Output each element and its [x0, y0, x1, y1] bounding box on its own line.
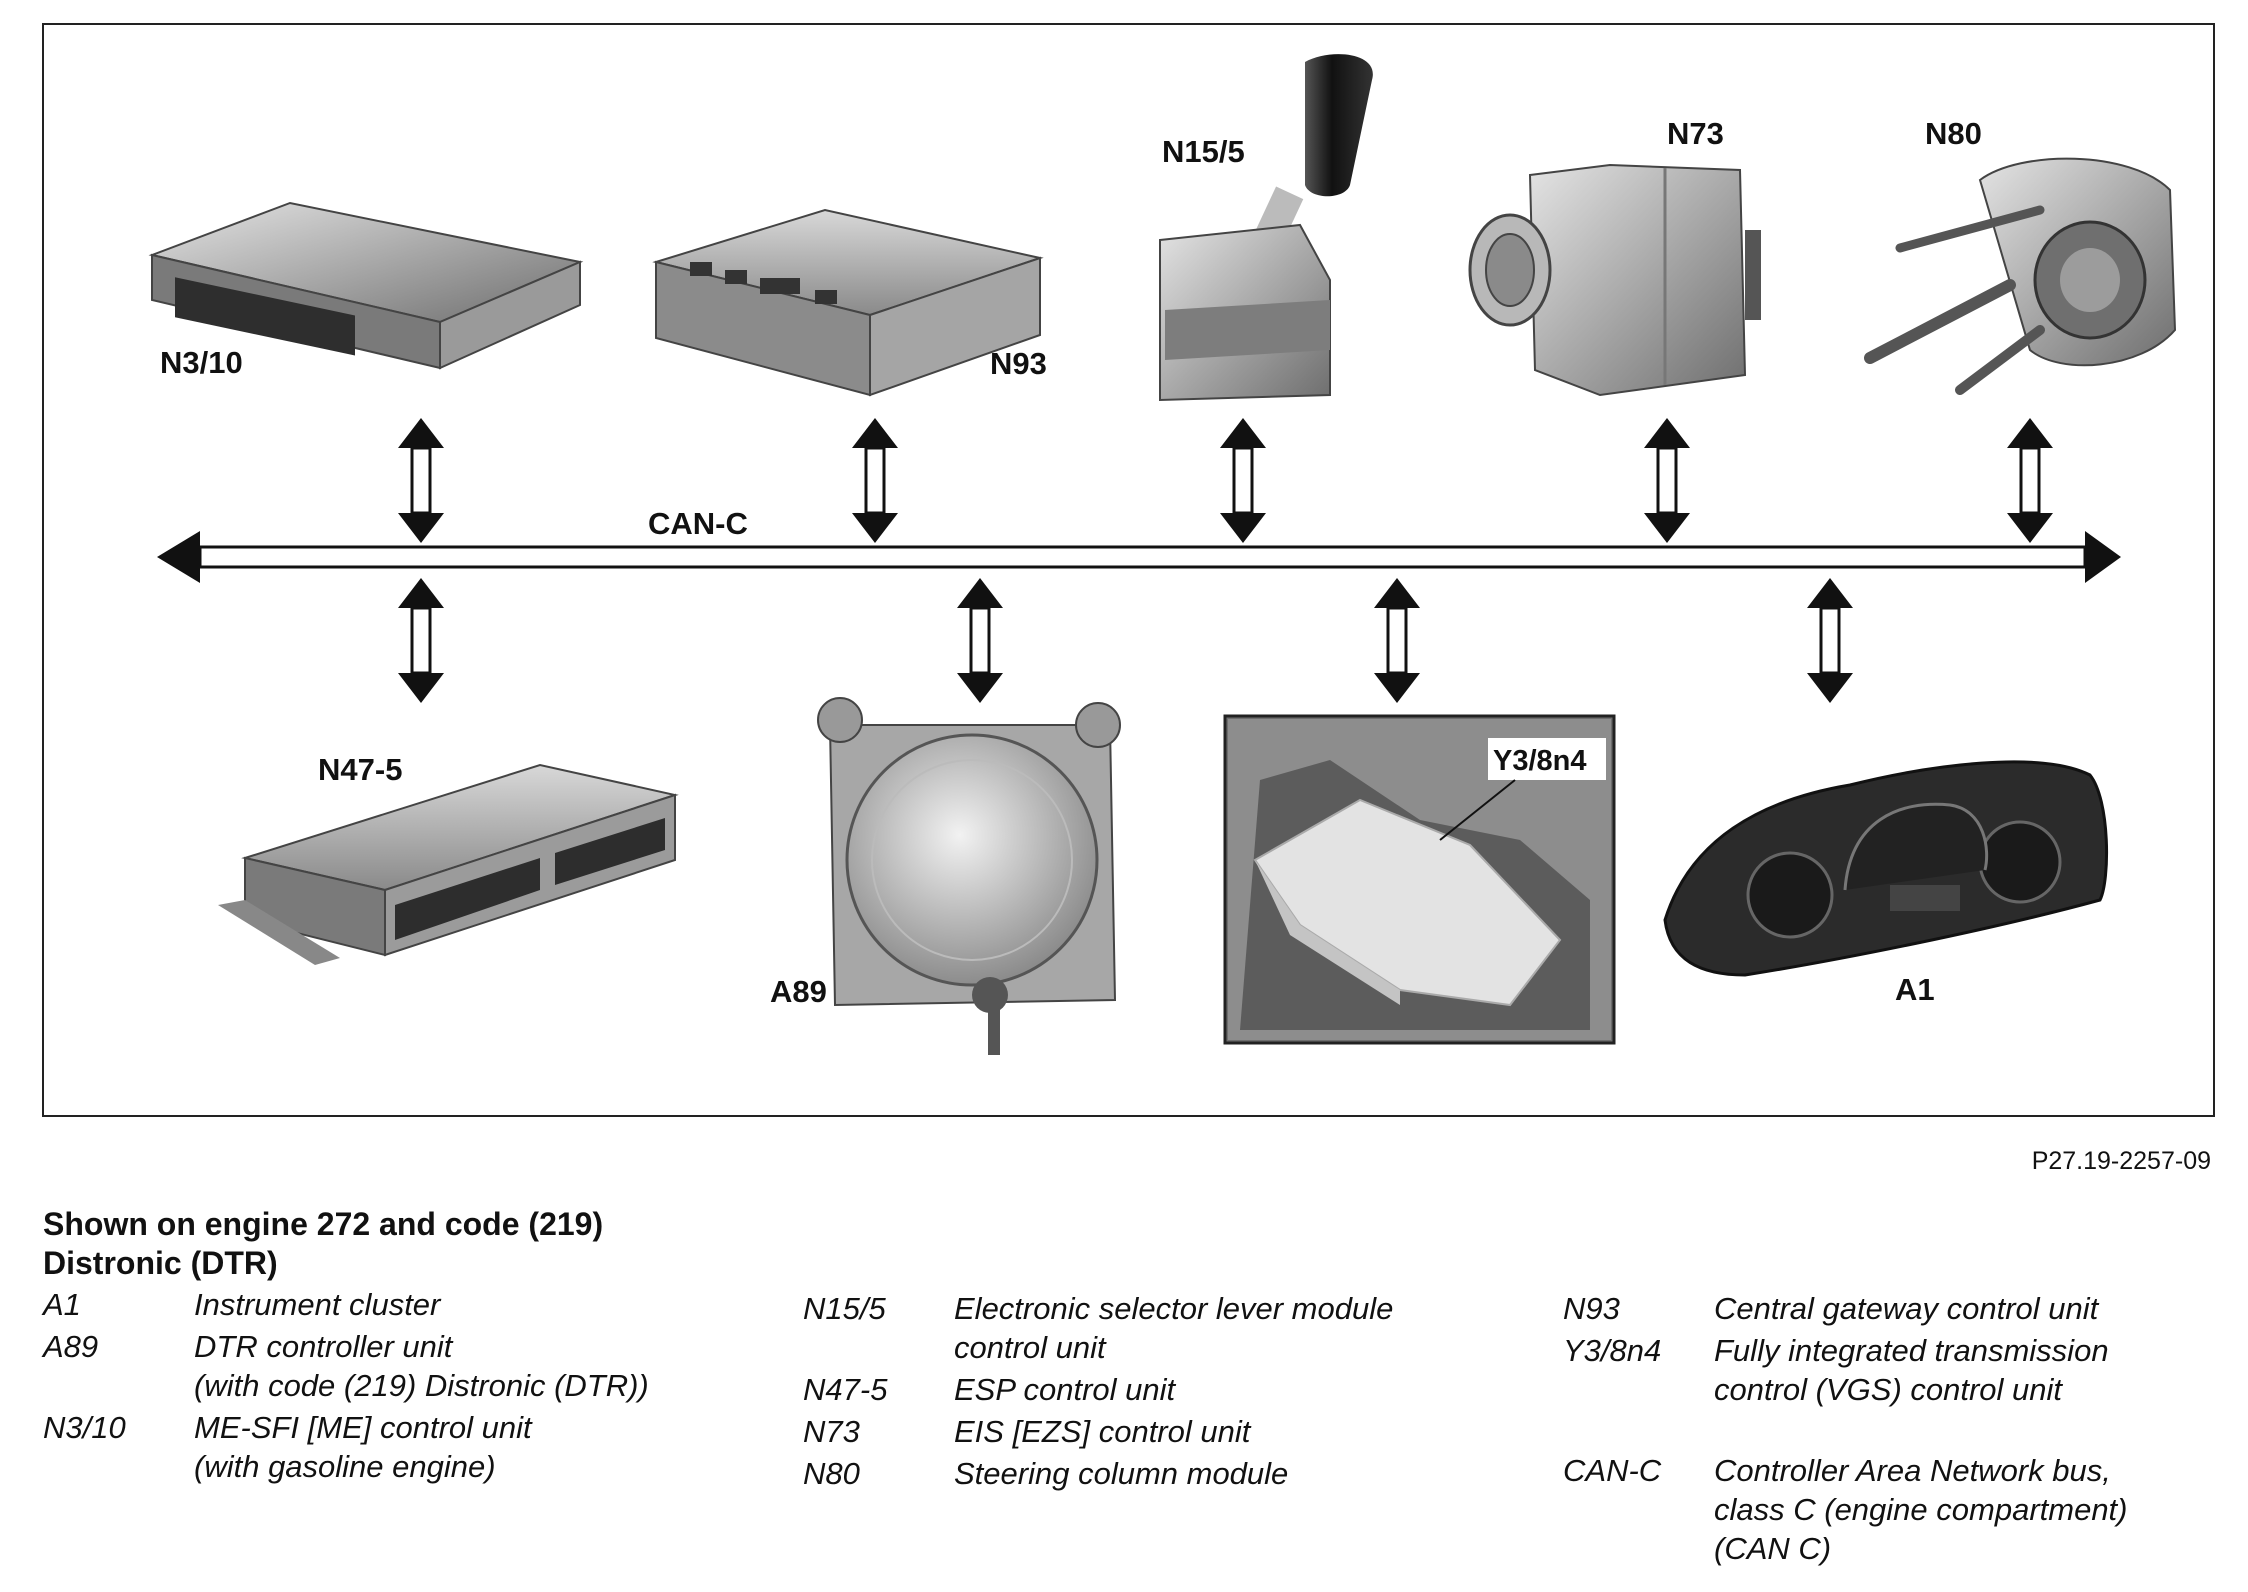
legend-code: A1	[43, 1287, 81, 1322]
connector-a1	[1807, 578, 1853, 703]
label-n47-5: N47-5	[318, 752, 402, 787]
legend-item: N15/5 Electronic selector lever module c…	[803, 1289, 1503, 1367]
legend-item: N80 Steering column module	[803, 1454, 1503, 1493]
legend-item: Y3/8n4 Fully integrated transmission con…	[1563, 1331, 2223, 1409]
legend-code: N3/10	[43, 1410, 126, 1445]
legend-column-1: A1 Instrument cluster A89 DTR controller…	[43, 1285, 743, 1489]
connector-n15-5	[1220, 418, 1266, 543]
legend-item: CAN-C Controller Area Network bus, class…	[1563, 1451, 2223, 1568]
legend-item: N3/10 ME-SFI [ME] control unit (with gas…	[43, 1408, 743, 1486]
connector-y3-8n4	[1374, 578, 1420, 703]
legend-description: EIS [EZS] control unit	[954, 1414, 1251, 1449]
bus-label: CAN-C	[648, 506, 748, 541]
figure-reference: P27.19-2257-09	[2031, 1147, 2211, 1175]
legend-code: N93	[1563, 1291, 1620, 1326]
label-y3-8n4: Y3/8n4	[1493, 745, 1587, 777]
label-n80: N80	[1925, 116, 1982, 151]
legend-description: DTR controller unit (with code (219) Dis…	[194, 1329, 649, 1403]
legend-code: A89	[43, 1329, 99, 1364]
n80-steering-column-image	[1864, 157, 2177, 395]
connector-n47-5	[398, 578, 444, 703]
legend-description: Electronic selector lever module control…	[954, 1291, 1394, 1365]
y3-8n4-vgs-image	[1223, 714, 1616, 1045]
label-n15-5: N15/5	[1162, 134, 1245, 169]
n15-5-selector-lever-image	[1159, 54, 1373, 402]
legend-item: N47-5 ESP control unit	[803, 1370, 1503, 1409]
legend-code: CAN-C	[1563, 1453, 1662, 1488]
legend-code: N15/5	[803, 1291, 886, 1326]
label-n3-10: N3/10	[160, 345, 243, 380]
label-n93: N93	[990, 346, 1047, 381]
a89-dtr-controller-image	[817, 697, 1121, 1055]
connector-n73	[1644, 418, 1690, 543]
connector-n80	[2007, 418, 2053, 543]
label-a89: A89	[770, 974, 827, 1009]
legend-description: Controller Area Network bus, class C (en…	[1714, 1453, 2128, 1566]
label-n73: N73	[1667, 116, 1724, 151]
label-a1: A1	[1895, 972, 1935, 1007]
legend-column-3: N93 Central gateway control unit Y3/8n4 …	[1563, 1289, 2223, 1571]
legend-code: N73	[803, 1414, 860, 1449]
connector-n3-10	[398, 418, 444, 543]
legend-description: Fully integrated transmission control (V…	[1714, 1333, 2109, 1407]
connector-a89	[957, 578, 1003, 703]
caption: Shown on engine 272 and code (219) Distr…	[43, 1205, 603, 1283]
connector-n93	[852, 418, 898, 543]
n47-5-esp-image	[218, 763, 679, 965]
legend-code: Y3/8n4	[1563, 1333, 1662, 1368]
a1-instrument-cluster-image	[1663, 760, 2109, 977]
can-c-bus	[157, 531, 2121, 583]
legend-item: N93 Central gateway control unit	[1563, 1289, 2223, 1328]
legend-item: N73 EIS [EZS] control unit	[803, 1412, 1503, 1451]
legend-code: N80	[803, 1456, 860, 1491]
legend-item: A1 Instrument cluster	[43, 1285, 743, 1324]
caption-line-1: Shown on engine 272 and code (219)	[43, 1206, 604, 1242]
legend-description: ESP control unit	[954, 1372, 1176, 1407]
legend-description: ME-SFI [ME] control unit (with gasoline …	[194, 1410, 532, 1484]
legend-code: N47-5	[803, 1372, 888, 1407]
diagram-frame	[42, 23, 2215, 1117]
n3-10-control-unit-image	[148, 201, 584, 370]
legend-description: Instrument cluster	[194, 1287, 441, 1322]
legend-description: Central gateway control unit	[1714, 1291, 2099, 1326]
n73-eis-image	[1468, 163, 1761, 397]
caption-line-2: Distronic (DTR)	[43, 1245, 278, 1281]
legend-column-2: N15/5 Electronic selector lever module c…	[803, 1289, 1503, 1496]
legend-description: Steering column module	[954, 1456, 1289, 1491]
legend-item: A89 DTR controller unit (with code (219)…	[43, 1327, 743, 1405]
n93-gateway-image	[652, 208, 1044, 397]
